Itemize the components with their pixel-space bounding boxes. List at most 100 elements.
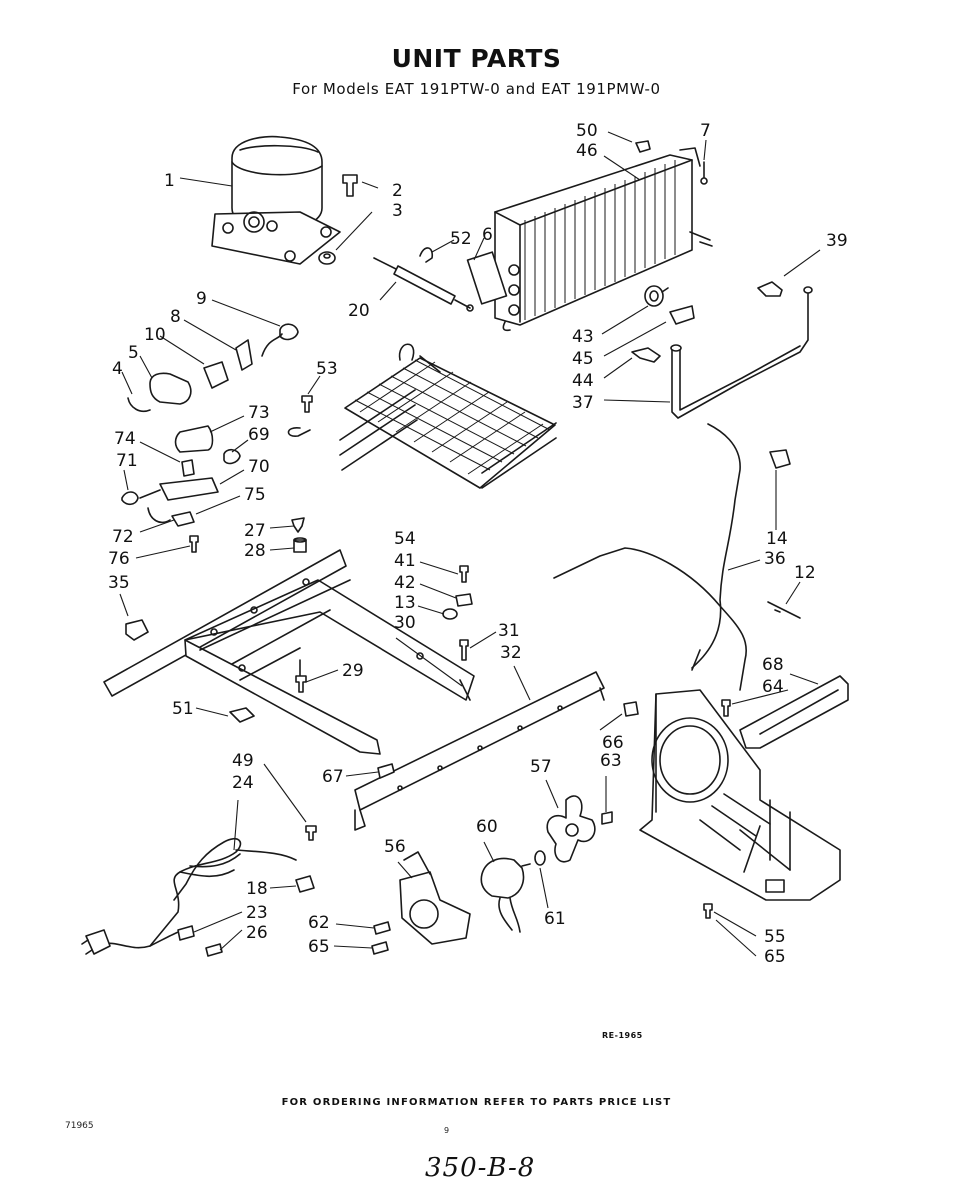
wire-part-12 <box>767 601 801 619</box>
screw-part-67 <box>377 763 395 779</box>
fan-shroud-part <box>639 689 841 901</box>
callout-61: 61 <box>544 909 566 929</box>
condenser-part <box>339 343 557 489</box>
callout-20: 20 <box>348 301 370 321</box>
callout-30: 30 <box>394 613 416 633</box>
callout-65-left: 65 <box>308 937 330 957</box>
page-subtitle: For Models EAT 191PTW-0 and EAT 191PMW-0 <box>292 80 661 98</box>
callout-76: 76 <box>108 549 130 569</box>
callout-71: 71 <box>116 451 138 471</box>
callout-72: 72 <box>112 527 134 547</box>
rail-part <box>354 671 605 831</box>
washer-part-61 <box>534 850 546 866</box>
callout-5: 5 <box>128 343 139 363</box>
fan-blade-part <box>546 795 596 863</box>
callout-23: 23 <box>246 903 268 923</box>
callout-14: 14 <box>766 529 788 549</box>
callout-28: 28 <box>244 541 266 561</box>
clip-part-63 <box>601 811 613 825</box>
spacer-part-13 <box>442 608 458 620</box>
handwritten-note: 350-B-8 <box>425 1153 536 1183</box>
callout-68: 68 <box>762 655 784 675</box>
grommet-nut-part <box>318 251 336 265</box>
callout-7: 7 <box>700 121 711 141</box>
callout-55: 55 <box>764 927 786 947</box>
screw-part-76 <box>189 535 199 553</box>
drain-tube-part-7 <box>700 161 708 185</box>
callout-36: 36 <box>764 549 786 569</box>
clip-part-50 <box>635 140 651 153</box>
screw-part-41 <box>459 565 469 583</box>
callout-51: 51 <box>172 699 194 719</box>
screw-part-49 <box>305 825 317 841</box>
screw-part-29 <box>295 675 307 693</box>
callout-27: 27 <box>244 521 266 541</box>
base-frame-part <box>103 549 475 755</box>
capillary-tube-part <box>553 423 747 691</box>
clip-part-35 <box>125 619 149 641</box>
callout-39: 39 <box>826 231 848 251</box>
clip-part-23 <box>177 925 195 941</box>
clip-part-45 <box>669 305 695 325</box>
screw-part-27 <box>291 517 305 533</box>
callout-2: 2 <box>392 181 403 201</box>
callout-29: 29 <box>342 661 364 681</box>
callout-9: 9 <box>196 289 207 309</box>
callout-53: 53 <box>316 359 338 379</box>
clip-part-51 <box>229 707 255 723</box>
callout-4: 4 <box>112 359 123 379</box>
clip-part-14 <box>769 449 791 469</box>
callout-46: 46 <box>576 141 598 161</box>
callout-73: 73 <box>248 403 270 423</box>
callout-63: 63 <box>600 751 622 771</box>
callout-3: 3 <box>392 201 403 221</box>
callout-75: 75 <box>244 485 266 505</box>
terminal-cap-part <box>644 285 669 307</box>
callout-13: 13 <box>394 593 416 613</box>
callout-69: 69 <box>248 425 270 445</box>
callout-74: 74 <box>114 429 136 449</box>
callout-57: 57 <box>530 757 552 777</box>
drawing-code: RE-1965 <box>602 1031 643 1040</box>
evaporator-coil-part <box>466 147 713 332</box>
callout-41: 41 <box>394 551 416 571</box>
screw-part-65 <box>371 941 389 955</box>
suction-line-part <box>670 281 813 419</box>
duct-part-68 <box>739 675 849 749</box>
callout-35: 35 <box>108 573 130 593</box>
callout-52: 52 <box>450 229 472 249</box>
screw-part-31 <box>459 639 469 661</box>
clamp-part-18 <box>295 875 315 893</box>
callout-12: 12 <box>794 563 816 583</box>
screw-part-53 <box>287 395 313 437</box>
fan-motor-part <box>480 857 531 933</box>
callout-56: 56 <box>384 837 406 857</box>
clip-part-44 <box>631 347 661 363</box>
callout-18: 18 <box>246 879 268 899</box>
callout-67: 67 <box>322 767 344 787</box>
bolt-part <box>342 174 358 197</box>
callout-43: 43 <box>572 327 594 347</box>
callout-54: 54 <box>394 529 416 549</box>
callout-65-right: 65 <box>764 947 786 967</box>
callout-50: 50 <box>576 121 598 141</box>
callout-64: 64 <box>762 677 784 697</box>
page-reference-number: 71965 <box>65 1121 94 1131</box>
callout-42: 42 <box>394 573 416 593</box>
ordering-note: FOR ORDERING INFORMATION REFER TO PARTS … <box>281 1097 672 1108</box>
screw-part-55 <box>703 903 713 919</box>
callout-70: 70 <box>248 457 270 477</box>
bushing-part-66 <box>623 701 639 717</box>
screw-part-64 <box>721 699 731 717</box>
leader-lines <box>119 131 821 957</box>
washer-part-42 <box>455 593 473 607</box>
callout-26: 26 <box>246 923 268 943</box>
callout-45: 45 <box>572 349 594 369</box>
callout-60: 60 <box>476 817 498 837</box>
callout-24: 24 <box>232 773 254 793</box>
relay-part <box>127 323 299 413</box>
screw-part-26 <box>205 943 223 957</box>
callout-32: 32 <box>500 643 522 663</box>
callout-31: 31 <box>498 621 520 641</box>
